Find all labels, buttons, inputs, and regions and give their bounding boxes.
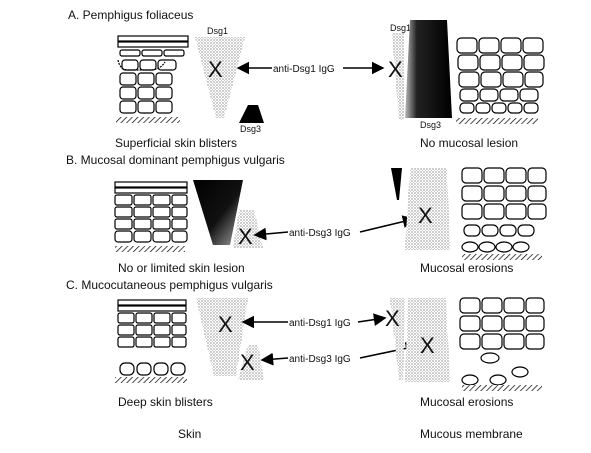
skin-dsg3-triangle-a	[239, 105, 264, 123]
anti-dsg1-arrow-right-c	[357, 313, 387, 326]
section-a-heading: A. Pemphigus foliaceus	[68, 8, 193, 22]
anti-dsg3-arrow-left-c	[260, 352, 289, 366]
mucosa-basement-membrane-a	[456, 118, 538, 124]
skin-basement-membrane-a	[116, 117, 180, 123]
skin-dsg3-gradient-c	[238, 345, 264, 380]
skin-dsg3-label-a: Dsg3	[240, 124, 261, 134]
mucosa-caption-a: No mucosal lesion	[420, 136, 518, 150]
mucosa-x-mark-a: X	[388, 57, 403, 82]
skin-epidermis-b	[114, 181, 188, 243]
footer-skin-label: Skin	[178, 427, 201, 441]
antibody-label-a: anti-Dsg1 IgG	[273, 64, 335, 75]
section-a: A. Pemphigus foliaceus Dsg1	[68, 8, 545, 150]
skin-caption-b: No or limited skin lesion	[118, 261, 245, 275]
mucosa-caption-c: Mucosal erosions	[420, 395, 513, 409]
mucosa-x-mark-b: X	[418, 203, 433, 228]
skin-dsg1-gradient-a	[195, 37, 245, 118]
mucosa-dsg1-wedge-b	[391, 168, 402, 200]
mucosa-dsg1-gradient-a	[392, 33, 404, 120]
section-c: C. Mucocutaneous pemphigus vulgaris X X	[66, 278, 545, 409]
antibody-label-b: anti-Dsg3 IgG	[289, 228, 351, 239]
antibody-label-c2: anti-Dsg3 IgG	[289, 354, 351, 365]
mucosa-caption-b: Mucosal erosions	[420, 261, 513, 275]
mucosa-basement-membrane-b	[462, 254, 542, 260]
skin-epidermis-a	[117, 35, 189, 114]
mucosa-dsg1-label-a: Dsg1	[390, 23, 411, 33]
skin-x-mark-c2: X	[240, 350, 255, 375]
skin-x-mark-a: X	[208, 57, 223, 82]
skin-caption-a: Superficial skin blisters	[115, 136, 237, 150]
antibody-label-c1: anti-Dsg1 IgG	[289, 318, 351, 329]
mucosa-dsg3-gradient-b	[405, 168, 450, 250]
mucosa-epithelium-b	[461, 167, 547, 253]
mucosa-x-mark-c2: X	[420, 333, 435, 358]
section-c-heading: C. Mucocutaneous pemphigus vulgaris	[66, 278, 273, 292]
skin-caption-c: Deep skin blisters	[118, 395, 213, 409]
mucosa-dsg3-wedge-a	[405, 20, 452, 118]
mucosa-x-mark-c1: X	[385, 306, 400, 331]
mucosa-dsg3-label-a: Dsg3	[420, 120, 441, 130]
anti-dsg3-arrow-left-b	[253, 227, 289, 241]
skin-epidermis-c	[117, 299, 187, 376]
skin-basement-membrane-c	[115, 377, 187, 383]
anti-dsg3-arrow-right-b	[359, 215, 416, 233]
skin-dsg1-label-a: Dsg1	[207, 26, 228, 36]
skin-dsg1-wedge-b	[193, 180, 243, 245]
skin-basement-membrane-b	[115, 246, 185, 252]
mucosa-dsg1-gradient-c	[390, 298, 405, 380]
mucosa-basement-membrane-c	[462, 385, 542, 391]
footer-mucosa-label: Mucous membrane	[420, 427, 523, 441]
mucosa-epithelium-a	[456, 37, 545, 114]
mucosa-epithelium-c	[459, 297, 545, 386]
section-b-heading: B. Mucosal dominant pemphigus vulgaris	[66, 153, 285, 167]
skin-x-mark-c1: X	[218, 312, 233, 337]
skin-dsg1-gradient-c	[196, 298, 248, 376]
mucosa-dsg3-gradient-c	[405, 298, 450, 382]
skin-x-mark-b: X	[238, 224, 253, 249]
section-b: B. Mucosal dominant pemphigus vulgaris X	[66, 153, 547, 275]
